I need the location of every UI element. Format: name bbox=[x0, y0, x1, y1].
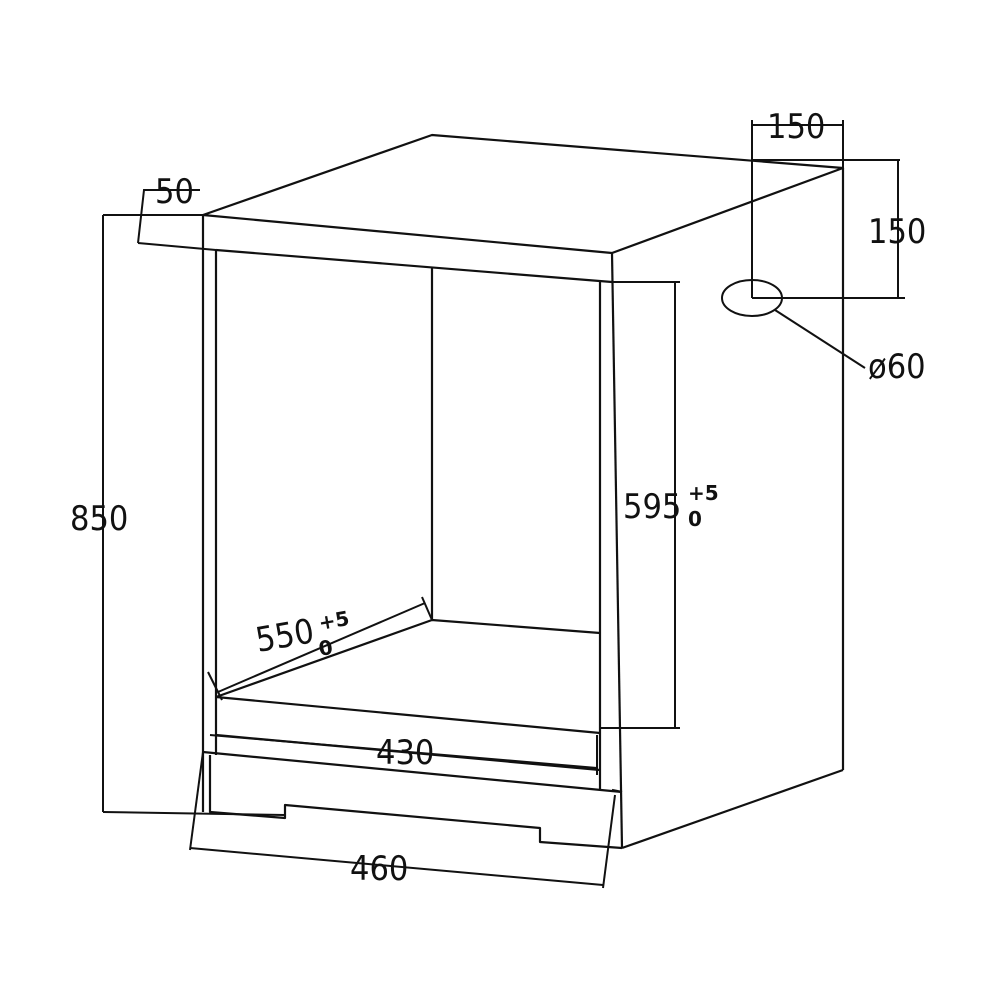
label-niche-height: 595 bbox=[623, 487, 681, 527]
cabinet-outline bbox=[201, 133, 845, 850]
dimension-lines bbox=[102, 120, 905, 889]
label-outer-width: 460 bbox=[350, 849, 408, 889]
label-niche-depth-tol-upper: +5 bbox=[317, 606, 351, 635]
label-hole-diameter: ø60 bbox=[868, 347, 926, 387]
label-top-offset: 50 bbox=[155, 172, 194, 212]
dimension-labels: 850 50 150 150 ø60 595 +5 0 550 +5 0 430… bbox=[70, 107, 926, 889]
label-niche-depth-tol-lower: 0 bbox=[317, 635, 335, 661]
hole-ellipse bbox=[721, 279, 783, 317]
label-height-total: 850 bbox=[70, 499, 128, 539]
label-niche-depth: 550 bbox=[253, 611, 317, 661]
label-hole-vertical: 150 bbox=[868, 212, 926, 252]
label-niche-height-tol-lower: 0 bbox=[688, 507, 702, 531]
label-niche-height-tol-upper: +5 bbox=[688, 481, 719, 505]
label-inner-width: 430 bbox=[376, 733, 434, 773]
label-hole-horizontal: 150 bbox=[767, 107, 825, 147]
